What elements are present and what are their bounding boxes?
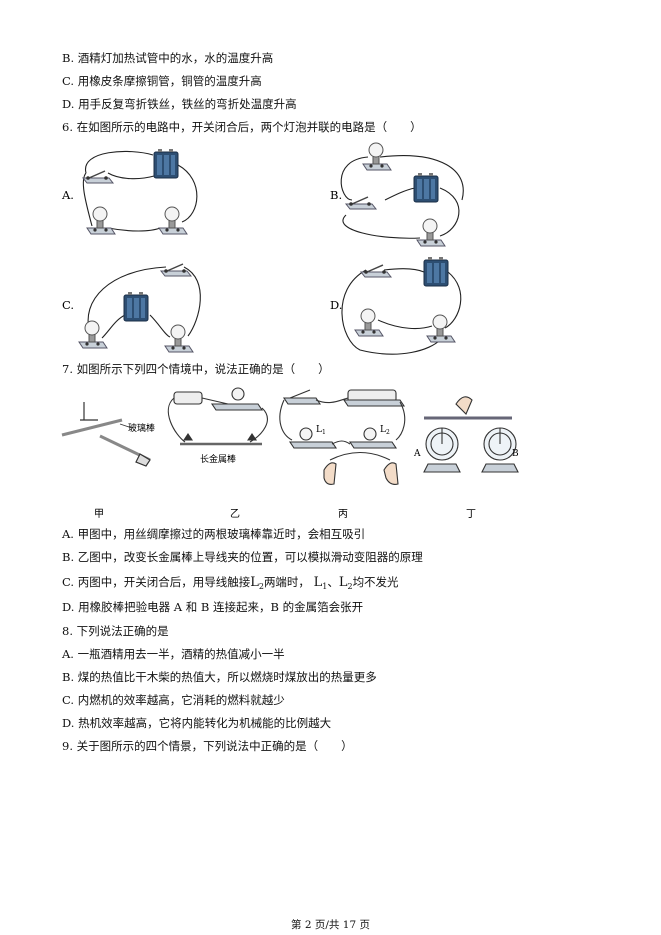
svg-text:L2: L2 <box>380 425 390 436</box>
fig-bing-L1-sub: 1 <box>322 429 326 436</box>
caption-yi: 乙 <box>230 508 240 520</box>
q8-option-b: B. 煤的热值比干木柴的热值大，所以燃烧时煤放出的热量更多 <box>62 670 377 684</box>
q5-option-b: B. 酒精灯加热试管中的水，水的温度升高 <box>62 51 274 65</box>
electroscope-A-label: A <box>413 449 421 459</box>
q7-stem: 7. 如图所示下列四个情境中，说法正确的是（ ） <box>62 362 330 376</box>
q7-option-a: A. 甲图中，用丝绸摩擦过的两根玻璃棒靠近时，会相互吸引 <box>62 527 366 541</box>
q7-option-b: B. 乙图中，改变长金属棒上导线夹的位置，可以模拟滑动变阻器的原理 <box>62 550 423 564</box>
q7-option-c: C. 丙图中，开关闭合后，用导线触接L2两端时， L1、L2均不发光 <box>62 574 399 595</box>
caption-ding: 丁 <box>466 509 476 520</box>
fig-bing-L2-sub: 2 <box>386 429 390 436</box>
q7c-L2-sub: 2 <box>347 582 353 591</box>
page-footer: 第 2 页/共 17 页 <box>291 919 370 931</box>
q8-stem: 8. 下列说法正确的是 <box>62 624 169 638</box>
q7c-L1-sub: 1 <box>322 582 328 591</box>
q7c-L: L <box>250 575 259 590</box>
q7-option-d: D. 用橡胶棒把验电器 A 和 B 连接起来，B 的金属箔会张开 <box>62 600 364 614</box>
q7c-sep: 、 <box>327 575 339 589</box>
fig-ding <box>423 396 519 473</box>
fig-bing-L1: L <box>316 425 322 435</box>
q6-label-b: B. <box>330 188 342 202</box>
electroscope-B-label: B <box>512 449 519 459</box>
q9-stem: 9. 关于图所示的四个情景，下列说法中正确的是（ ） <box>62 739 353 753</box>
q8-option-d: D. 热机效率越高，它将内能转化为机械能的比例越大 <box>62 716 332 730</box>
q5-option-c: C. 用橡皮条摩擦铜管，铜管的温度升高 <box>62 74 262 88</box>
q6-label-a: A. <box>61 188 74 202</box>
q7c-text-3: 均不发光 <box>352 575 399 589</box>
fig-bing <box>279 389 406 485</box>
q7c-L2: L <box>338 575 348 590</box>
q7c-text-1: C. 丙图中，开关闭合后，用导线触接 <box>62 575 251 589</box>
glass-rod-label: 玻璃棒 <box>128 422 155 434</box>
q5-option-d: D. 用手反复弯折铁丝，铁丝的弯折处温度升高 <box>62 97 297 111</box>
caption-bing: 丙 <box>338 509 348 520</box>
metal-rod-label: 长金属棒 <box>200 453 236 465</box>
fig-jia <box>61 402 151 467</box>
q6-stem: 6. 在如图所示的电路中，开关闭合后，两个灯泡并联的电路是（ ） <box>62 120 422 134</box>
q8-option-a: A. 一瓶酒精用去一半，酒精的热值减小一半 <box>62 647 285 661</box>
fig-bing-L2: L <box>380 425 386 435</box>
q7c-L-sub: 2 <box>258 582 264 591</box>
caption-jia: 甲 <box>94 509 104 520</box>
q7c-text-2: 两端时， <box>263 575 310 589</box>
svg-text:L1: L1 <box>316 425 326 436</box>
fig-yi <box>167 387 268 446</box>
q6-circuit-figures: A. B. C. D. <box>61 142 464 355</box>
q6-label-c: C. <box>62 298 74 312</box>
q7-figures: 玻璃棒 甲 长金属棒 乙 L1 L2 丙 <box>61 387 519 520</box>
q6-label-d: D. <box>330 298 342 312</box>
q8-option-c: C. 内燃机的效率越高，它消耗的燃料就越少 <box>62 693 285 707</box>
q7c-L1: L <box>313 575 323 590</box>
